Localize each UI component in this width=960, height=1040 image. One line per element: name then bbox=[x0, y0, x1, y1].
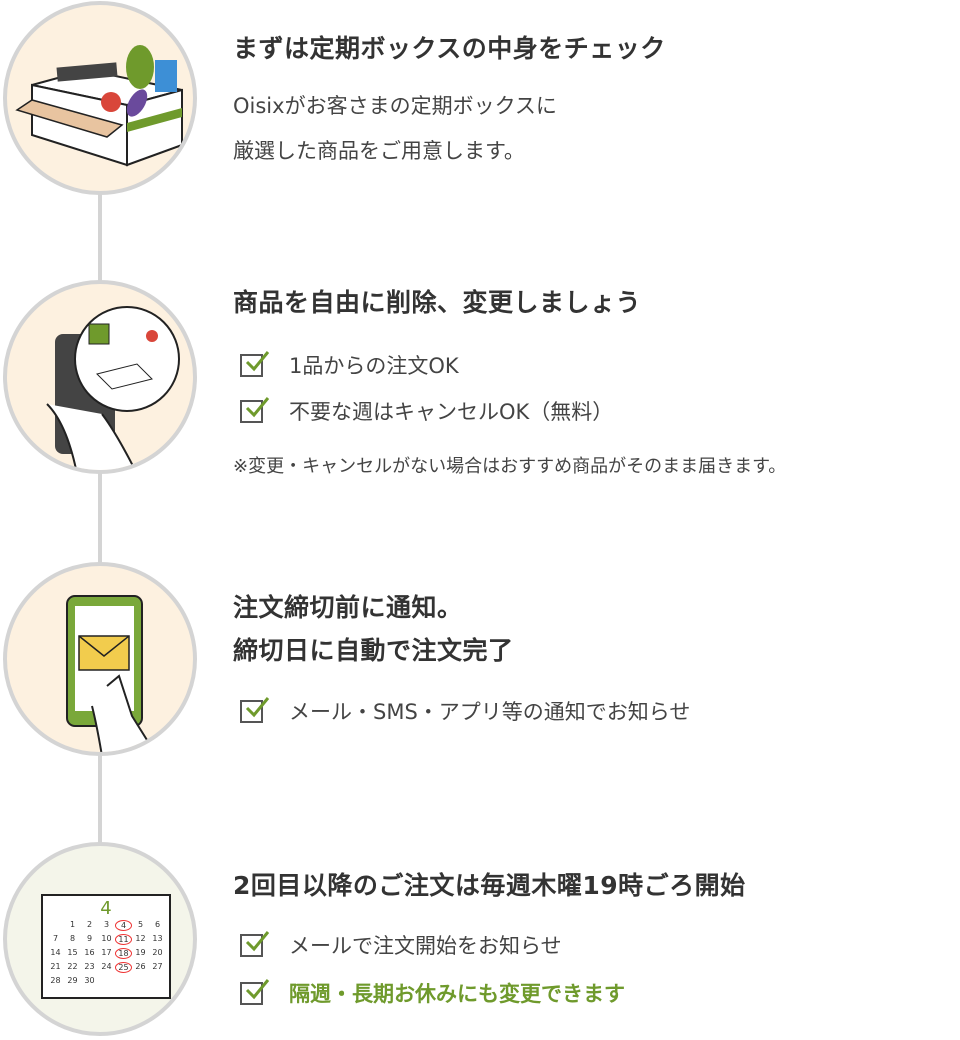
calendar-day: 27 bbox=[152, 962, 163, 971]
description-line: Oisixがお客さまの定期ボックスに bbox=[233, 94, 557, 118]
calendar-day: 23 bbox=[84, 962, 95, 971]
calendar-day: 9 bbox=[86, 934, 93, 943]
calendar-day: 16 bbox=[84, 948, 95, 957]
step-1-description: Oisixがお客さまの定期ボックスに 厳選した商品をご用意します。 bbox=[233, 84, 557, 174]
calendar-day: 29 bbox=[67, 976, 78, 985]
calendar-day: 26 bbox=[135, 962, 146, 971]
calendar-day: 12 bbox=[135, 934, 146, 943]
step-1-title: まずは定期ボックスの中身をチェック bbox=[233, 34, 666, 63]
timeline-connector bbox=[98, 190, 102, 850]
calendar-day: 15 bbox=[67, 948, 78, 957]
check-item-label: 1品からの注文OK bbox=[289, 354, 459, 378]
calendar-day: 5 bbox=[137, 920, 144, 929]
calendar-day: 14 bbox=[50, 948, 61, 957]
check-item-label: メール・SMS・アプリ等の通知でお知らせ bbox=[289, 700, 691, 724]
description-line: 厳選した商品をご用意します。 bbox=[233, 139, 525, 163]
check-item: 不要な週はキャンセルOK（無料） bbox=[240, 396, 613, 426]
calendar-month: 4 bbox=[100, 898, 112, 919]
calendar-day: 24 bbox=[101, 962, 112, 971]
calendar-day: 7 bbox=[52, 934, 59, 943]
step-2-note: ※変更・キャンセルがない場合はおすすめ商品がそのまま届きます。 bbox=[233, 456, 787, 477]
checkbox-icon bbox=[240, 350, 270, 377]
calendar-day: 2 bbox=[86, 920, 93, 929]
step-4-title: 2回目以降のご注文は毎週木曜19時ごろ開始 bbox=[233, 871, 746, 900]
check-item-label: 不要な週はキャンセルOK（無料） bbox=[289, 400, 614, 424]
calendar-day: 21 bbox=[50, 962, 61, 971]
calendar-day: 10 bbox=[101, 934, 112, 943]
checkbox-icon bbox=[240, 396, 270, 423]
calendar-day: 11 bbox=[115, 934, 132, 945]
calendar-day: 30 bbox=[84, 976, 95, 985]
box-illustration bbox=[3, 1, 197, 195]
calendar-day: 19 bbox=[135, 948, 146, 957]
check-item-label-highlight: 隔週・長期お休みにも変更できます bbox=[289, 982, 625, 1006]
smartphone-edit-illustration bbox=[3, 280, 197, 474]
calendar-day: 17 bbox=[101, 948, 112, 957]
check-item: メールで注文開始をお知らせ bbox=[240, 930, 562, 960]
calendar-day: 13 bbox=[152, 934, 163, 943]
calendar-day: 20 bbox=[152, 948, 163, 957]
calendar-day: 1 bbox=[69, 920, 76, 929]
check-item: 隔週・長期お休みにも変更できます bbox=[240, 978, 625, 1008]
title-line: 締切日に自動で注文完了 bbox=[233, 636, 514, 665]
calendar-day: 4 bbox=[115, 920, 132, 931]
calendar-day bbox=[47, 920, 64, 931]
calendar-day: 28 bbox=[50, 976, 61, 985]
checkbox-icon bbox=[240, 978, 270, 1005]
calendar-day: 25 bbox=[115, 962, 132, 973]
calendar-day: 3 bbox=[103, 920, 110, 929]
checkbox-icon bbox=[240, 696, 270, 723]
check-item: メール・SMS・アプリ等の通知でお知らせ bbox=[240, 696, 690, 726]
calendar-day: 6 bbox=[154, 920, 161, 929]
notification-illustration bbox=[3, 562, 197, 756]
step-3-title: 注文締切前に通知。 締切日に自動で注文完了 bbox=[233, 586, 514, 672]
calendar-day: 8 bbox=[69, 934, 76, 943]
calendar-day: 18 bbox=[115, 948, 132, 959]
check-item-label: メールで注文開始をお知らせ bbox=[289, 934, 562, 958]
check-item: 1品からの注文OK bbox=[240, 350, 459, 380]
checkbox-icon bbox=[240, 930, 270, 957]
calendar-day: 22 bbox=[67, 962, 78, 971]
title-line: 注文締切前に通知。 bbox=[233, 593, 463, 622]
step-2-title: 商品を自由に削除、変更しましょう bbox=[233, 288, 642, 317]
